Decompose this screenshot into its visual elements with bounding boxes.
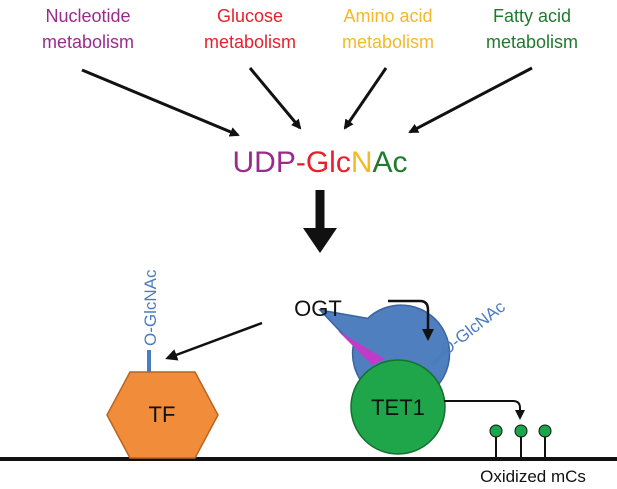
arrow-amino-acid — [343, 67, 388, 130]
tet1-label: TET1 — [371, 395, 425, 420]
oxidized-mcs — [489, 424, 552, 458]
tf-hexagon — [106, 371, 219, 459]
source-nucleotide-line1: Nucleotide — [45, 6, 130, 26]
source-amino-acid-line1: Amino acid — [343, 6, 432, 26]
tf-glcnac-tag: O-GlcNAc — [141, 269, 160, 346]
ogt-label: OGT — [294, 296, 342, 321]
glc-part: Glc — [306, 146, 351, 179]
dash-part: - — [296, 146, 306, 179]
tf-label: TF — [149, 402, 176, 427]
mc-dot-1 — [489, 424, 503, 438]
mc-dot-3 — [538, 424, 552, 438]
arrow-fatty-acid — [408, 66, 533, 134]
arrow-nucleotide — [81, 68, 240, 137]
arrow-to-ogt-head — [303, 228, 337, 253]
source-nucleotide: Nucleotide metabolism — [42, 6, 134, 52]
arrow-ogt-to-tet1 — [388, 299, 434, 341]
source-fatty-acid-line1: Fatty acid — [493, 6, 571, 26]
source-amino-acid: Amino acid metabolism — [342, 6, 434, 52]
n-part: N — [351, 146, 373, 179]
udp-glcnac-label: UDP-GlcNAc — [232, 146, 407, 179]
oxidized-mcs-label: Oxidized mCs — [480, 467, 586, 486]
ac-part: Ac — [373, 146, 408, 179]
udp-part: UDP — [232, 146, 295, 179]
source-glucose-line1: Glucose — [217, 6, 283, 26]
tet1-circle — [350, 359, 446, 455]
arrow-tet1-to-mcs — [444, 400, 525, 420]
source-fatty-acid-line2: metabolism — [486, 32, 578, 52]
ogt-tet1-contact — [338, 331, 385, 365]
tet1-glcnac-stick — [430, 346, 450, 367]
source-glucose-line2: metabolism — [204, 32, 296, 52]
source-fatty-acid: Fatty acid metabolism — [486, 6, 578, 52]
source-nucleotide-line2: metabolism — [42, 32, 134, 52]
arrow-glucose — [248, 67, 302, 130]
mc-dot-2 — [514, 424, 528, 438]
source-glucose: Glucose metabolism — [204, 6, 296, 52]
source-amino-acid-line2: metabolism — [342, 32, 434, 52]
tet1-glcnac-tag: O-GlcNAc — [437, 297, 509, 359]
arrow-ogt-to-tf — [165, 321, 263, 361]
